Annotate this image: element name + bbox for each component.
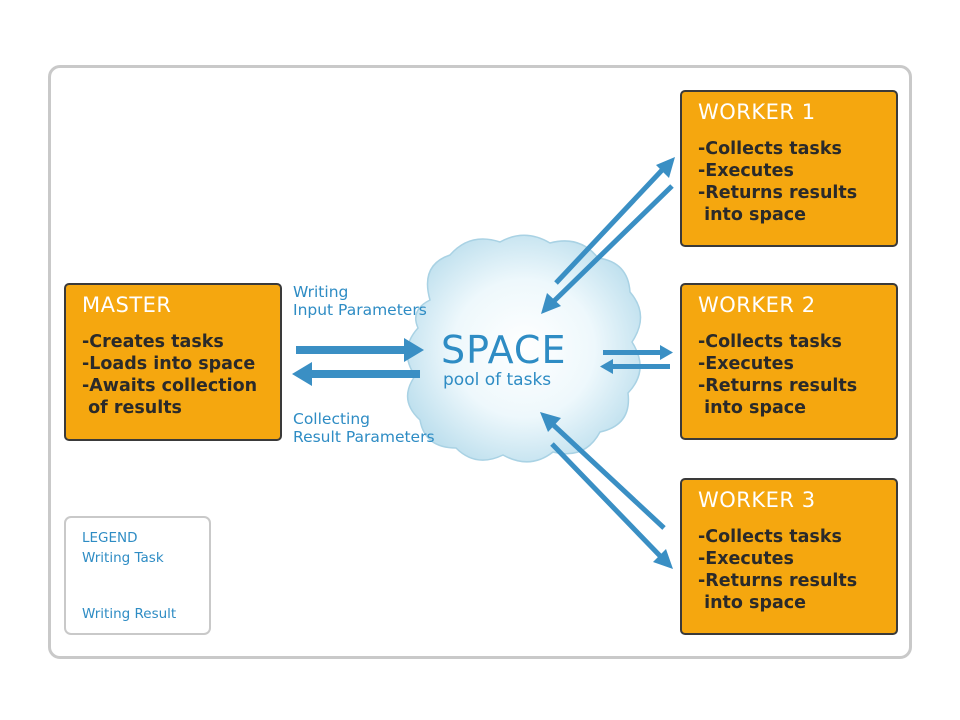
worker1-line: -Returns results: [698, 183, 858, 203]
writing-label-line: Input Parameters: [293, 301, 427, 319]
legend-box: LEGEND Writing Task Writing Result: [64, 516, 211, 635]
worker2-line: -Executes: [698, 354, 794, 374]
worker3-line: into space: [698, 593, 807, 613]
worker3-title: WORKER 3: [698, 488, 816, 512]
worker1-line: -Collects tasks: [698, 139, 842, 159]
legend-title: LEGEND: [82, 530, 138, 546]
worker2-title: WORKER 2: [698, 293, 816, 317]
space-title: SPACE: [441, 328, 567, 372]
worker2-box: WORKER 2 -Collects tasks -Executes -Retu…: [680, 283, 898, 440]
legend-task-label: Writing Task: [82, 550, 164, 566]
worker3-line: -Returns results: [698, 571, 858, 591]
collecting-label-line: Result Parameters: [293, 428, 435, 446]
writing-label: Writing Input Parameters: [293, 283, 427, 319]
worker1-box: WORKER 1 -Collects tasks -Executes -Retu…: [680, 90, 898, 247]
worker2-line: -Returns results: [698, 376, 858, 396]
writing-label-line: Writing: [293, 283, 349, 301]
worker3-line: -Executes: [698, 549, 794, 569]
worker1-line: into space: [698, 205, 807, 225]
space-cloud: [406, 234, 642, 463]
collecting-label: Collecting Result Parameters: [293, 410, 435, 446]
master-title: MASTER: [82, 293, 172, 317]
master-lines: -Creates tasks -Loads into space -Awaits…: [82, 331, 264, 419]
worker2-lines: -Collects tasks -Executes -Returns resul…: [698, 331, 880, 419]
worker3-arrows: [540, 412, 673, 569]
master-line: of results: [82, 398, 182, 418]
worker2-line: into space: [698, 398, 807, 418]
legend-result-label: Writing Result: [82, 606, 177, 622]
worker3-line: -Collects tasks: [698, 527, 842, 547]
collecting-label-line: Collecting: [293, 410, 371, 428]
master-space-arrows: [292, 338, 424, 386]
worker1-title: WORKER 1: [698, 100, 816, 124]
master-line: -Loads into space: [82, 354, 256, 374]
space-subtitle: pool of tasks: [443, 370, 552, 390]
master-line: -Awaits collection: [82, 376, 258, 396]
worker2-arrows: [600, 345, 673, 374]
worker2-line: -Collects tasks: [698, 332, 842, 352]
worker3-box: WORKER 3 -Collects tasks -Executes -Retu…: [680, 478, 898, 635]
master-box: MASTER -Creates tasks -Loads into space …: [64, 283, 282, 441]
worker1-line: -Executes: [698, 161, 794, 181]
master-line: -Creates tasks: [82, 332, 224, 352]
worker3-lines: -Collects tasks -Executes -Returns resul…: [698, 526, 880, 614]
worker1-lines: -Collects tasks -Executes -Returns resul…: [698, 138, 880, 226]
worker1-arrows: [541, 157, 675, 314]
